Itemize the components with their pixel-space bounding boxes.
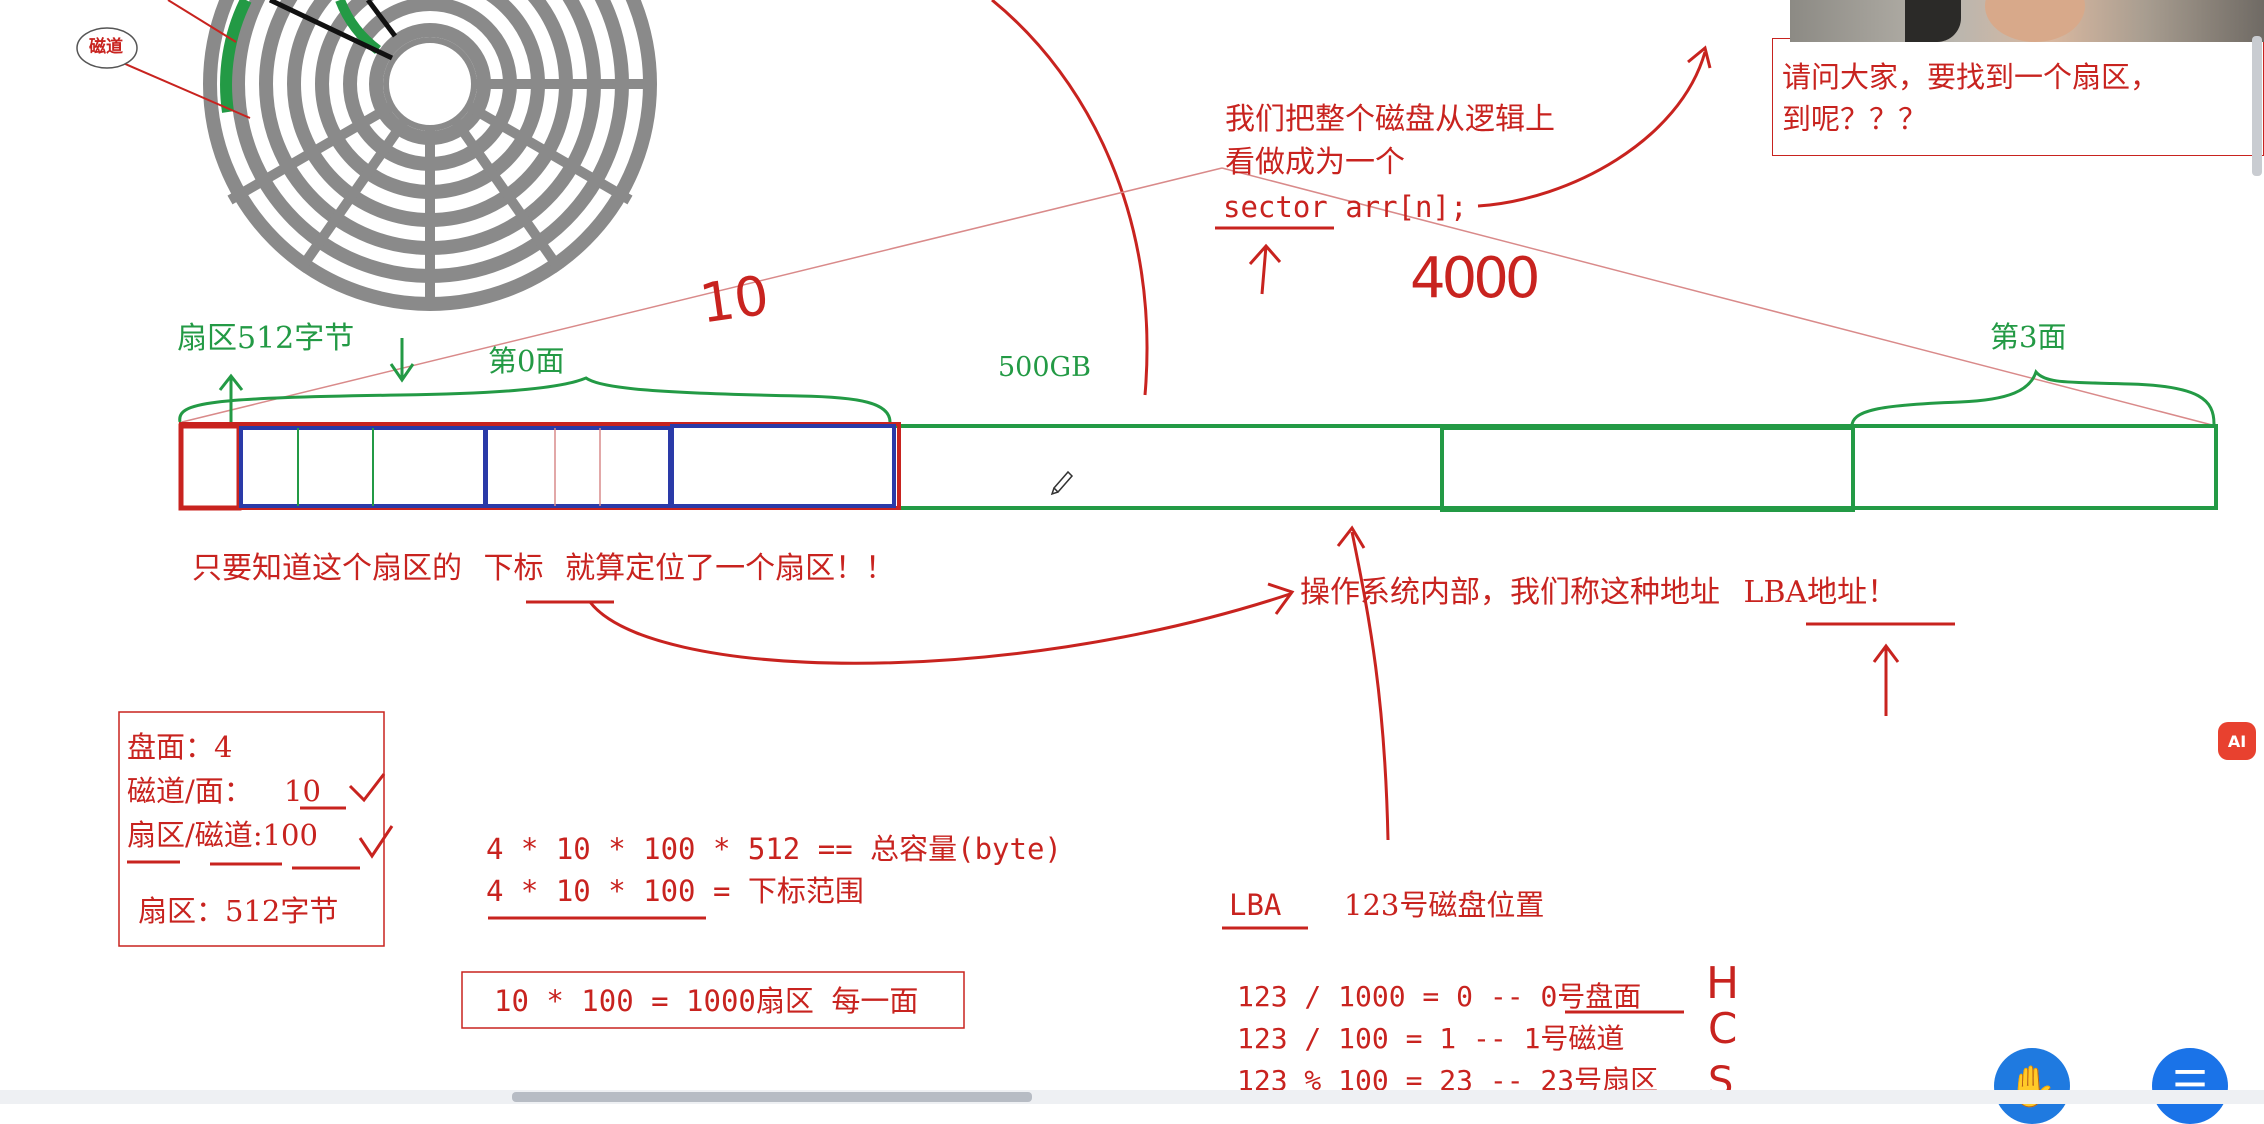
vertical-scrollbar[interactable] [2252, 36, 2262, 176]
spec-sectors-label-1: 扇区 [127, 818, 186, 852]
formula-range-rhs: = 下标范围 [712, 874, 864, 908]
handwritten-4000: 4000 [1410, 246, 1541, 311]
lba-calc-line-1-rhs: 0号盘面 [1540, 980, 1642, 1013]
lba-bar [178, 422, 2218, 512]
lba-calc-line-2-rhs: 1号磁道 [1523, 1022, 1625, 1055]
question-panel [1772, 38, 2264, 156]
webcam-background-shape [1905, 0, 1961, 42]
horizontal-scrollbar-thumb[interactable] [512, 1092, 1032, 1102]
ai-assistant-button[interactable]: AI [2218, 722, 2256, 760]
specs-box [118, 711, 385, 947]
spec-tracks-label: 磁道/面： [127, 774, 253, 808]
question-line-2: 到呢？？？ [1782, 102, 1928, 136]
formula-total: 4 * 10 * 100 * 512 == 总容量(byte) [486, 832, 1062, 866]
spec-tracks-value: 10 [284, 774, 321, 808]
lba-calc-line-2-lhs: 123 / 100 = 1 -- [1237, 1022, 1524, 1055]
formula-range-lhs: 4 * 10 * 100 [486, 874, 696, 908]
note-line-2: 看做成为一个 [1225, 145, 1405, 180]
note-code: sector arr[n]; [1223, 190, 1468, 224]
capacity-label: 500GB [998, 352, 1091, 383]
spec-sectors: 扇区/磁道:100 [127, 818, 318, 852]
spec-sectors-value: 100 [262, 818, 318, 852]
lba-calc-line-1: 123 / 1000 = 0 -- 0号盘面 [1237, 980, 1642, 1013]
surface-0-label: 第0面 [488, 344, 565, 378]
lba-calc-line-2: 123 / 100 = 1 -- 1号磁道 [1237, 1022, 1625, 1055]
hand-icon[interactable]: ✋ [1994, 1048, 2070, 1124]
formula-range: 4 * 10 * 100 = 下标范围 [486, 874, 864, 908]
index-note-highlight: 下标 [483, 551, 544, 586]
chat-icon[interactable]: ☰ [2152, 1048, 2228, 1124]
lba-note-highlight: LBA地址！ [1743, 575, 1898, 610]
lba-tag: LBA [1229, 888, 1282, 922]
spec-sectors-label-2: 磁道 [194, 818, 253, 852]
question-line-1: 请问大家，要找到一个扇区， [1782, 60, 2160, 94]
pencil-cursor-icon [1050, 470, 1074, 496]
index-note-after: 就算定位了一个扇区！！ [565, 551, 896, 586]
note-line-1: 我们把整个磁盘从逻辑上 [1225, 102, 1555, 137]
handwritten-ten: 10 [695, 263, 773, 336]
per-face-box [461, 971, 965, 1029]
horizontal-scrollbar-track[interactable] [0, 1090, 2264, 1104]
formula-per-face: 10 * 100 = 1000扇区 每一面 [494, 984, 919, 1018]
track-label: 磁道 [89, 37, 123, 57]
spec-tracks: 磁道/面： 10 [127, 774, 321, 808]
mark-c: C [1708, 1004, 1738, 1053]
red-arrow-to-panel [1477, 51, 1707, 208]
lba-position: 123号磁盘位置 [1344, 888, 1545, 922]
lba-note-text: 操作系统内部，我们称这种地址 [1300, 575, 1720, 610]
lba-note: 操作系统内部，我们称这种地址 LBA地址！ [1300, 576, 1897, 609]
surface-3-label: 第3面 [1990, 320, 2067, 354]
red-curve-top [991, 0, 1149, 396]
index-note: 只要知道这个扇区的 下标 就算定位了一个扇区！！ [192, 552, 895, 585]
lba-calc-line-1-lhs: 123 / 1000 = 0 -- [1237, 980, 1541, 1013]
index-note-before: 只要知道这个扇区的 [192, 551, 462, 586]
mark-h: H [1706, 958, 1740, 1009]
spec-sector-bytes: 扇区：512字节 [138, 894, 339, 928]
disk-platter-diagram [76, 0, 657, 311]
sector-size-label: 扇区512字节 [177, 321, 355, 356]
spec-platters: 盘面：4 [127, 730, 233, 764]
